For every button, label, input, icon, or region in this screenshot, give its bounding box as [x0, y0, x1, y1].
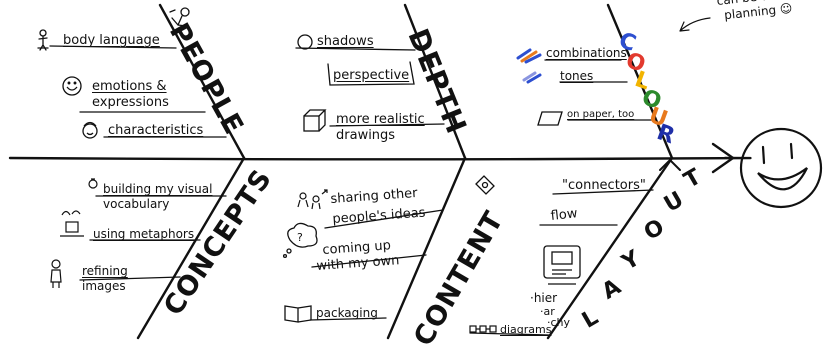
rib-depth — [403, 3, 467, 160]
layout-item-chy: ·chy — [547, 316, 571, 329]
cube-icon — [303, 109, 327, 132]
layout-item-hier: ·hier — [530, 291, 558, 305]
color-swatch-tones — [522, 71, 542, 84]
color-swatch-combination — [516, 48, 542, 64]
concepts-item-refining: refining — [82, 264, 128, 278]
character-face-icon — [82, 121, 98, 139]
stick-figure-icon — [169, 7, 190, 27]
rib-content — [386, 156, 467, 340]
person-icon — [37, 29, 49, 51]
rib-people — [158, 3, 246, 160]
layout-item-ar: ·ar — [540, 305, 555, 318]
layout-item-flow: flow — [550, 206, 579, 224]
thought-cloud-icon: ? — [282, 222, 318, 259]
sphere-icon — [297, 34, 313, 50]
layout-item-diagrams: diagrams — [500, 323, 552, 336]
concepts-item-metaphors: using metaphors — [93, 227, 195, 241]
people-item-body-language: body language — [63, 33, 160, 48]
layout-arrow — [659, 158, 681, 171]
colour-item-on-paper: on paper, too — [567, 109, 635, 120]
layout-item-connectors: "connectors" — [562, 178, 646, 193]
rib-layout — [546, 156, 674, 340]
depth-item-drawings: drawings — [336, 128, 396, 143]
metaphor-icon — [60, 210, 84, 237]
happy-face-icon — [62, 76, 82, 96]
lightbulb-icon — [88, 178, 98, 189]
open-book-icon — [284, 305, 312, 323]
flowchart-icon — [543, 245, 581, 285]
people-item-emotions: emotions & — [92, 79, 167, 94]
rib-colour — [606, 3, 674, 160]
spine-arrowhead — [711, 142, 735, 174]
concepts-item-vocabulary: vocabulary — [103, 197, 170, 211]
concepts-item-building: building my visual — [103, 182, 213, 196]
spine-line — [8, 156, 752, 161]
rib-concepts — [136, 156, 246, 340]
diagram-boxes-icon — [469, 325, 497, 333]
paper-icon — [537, 111, 563, 126]
colour-item-tones: tones — [560, 69, 594, 83]
smiley-face — [739, 127, 823, 209]
depth-item-more-realistic: more realistic — [336, 112, 425, 127]
figure-icon — [50, 259, 62, 288]
depth-item-perspective: perspective — [333, 68, 410, 83]
note-arrow — [679, 17, 711, 32]
colour-item-combinations: combinations — [546, 46, 627, 60]
sharing-people-icon — [297, 189, 328, 210]
people-item-expressions: expressions — [92, 95, 169, 110]
gear-tag-icon — [475, 175, 495, 195]
depth-item-shadows: shadows — [317, 34, 374, 49]
svg-text:?: ? — [297, 231, 303, 244]
concepts-item-images: images — [82, 279, 126, 293]
content-item-packaging: packaging — [316, 306, 378, 320]
people-item-characteristics: characteristics — [108, 123, 204, 138]
